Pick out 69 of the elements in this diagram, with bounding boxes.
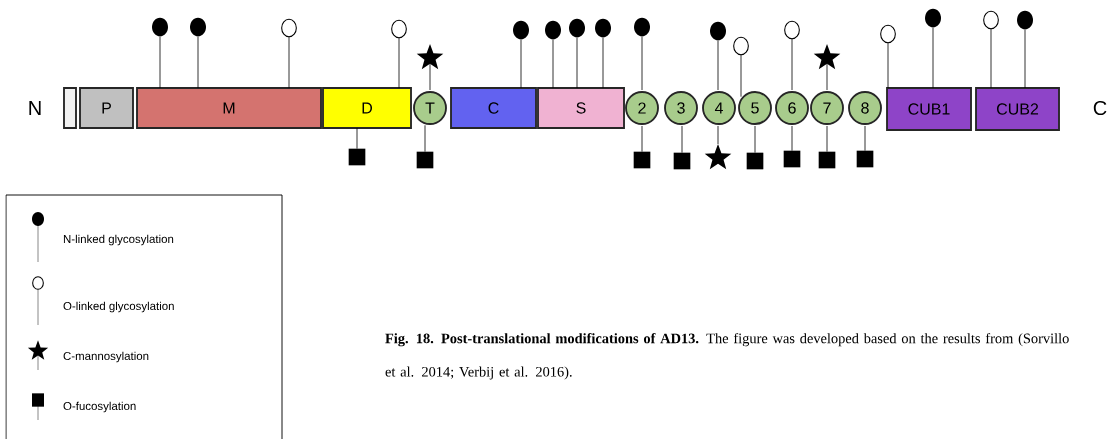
star-marker bbox=[704, 144, 732, 170]
square-marker bbox=[746, 152, 764, 170]
solid-circle-marker bbox=[152, 17, 168, 37]
stem-line bbox=[552, 38, 554, 89]
open-circle-marker bbox=[784, 20, 800, 40]
domain-box: P bbox=[79, 87, 134, 129]
solid-circle-marker bbox=[925, 8, 941, 28]
square-marker bbox=[856, 150, 874, 168]
open-circle-marker bbox=[733, 36, 749, 56]
solid-circle-marker bbox=[634, 17, 650, 37]
stem-line bbox=[717, 125, 719, 145]
solid-circle-marker bbox=[710, 21, 726, 41]
terminus-label: C bbox=[1093, 100, 1107, 116]
stem-line bbox=[990, 28, 992, 89]
solid-circle-marker bbox=[1017, 10, 1033, 30]
stem-line bbox=[197, 35, 199, 89]
legend-text: N-linked glycosylation bbox=[63, 234, 174, 246]
stem-line bbox=[398, 37, 400, 89]
square-marker bbox=[633, 151, 651, 169]
star-marker bbox=[416, 44, 444, 70]
domain-box: C bbox=[450, 87, 537, 129]
square-marker bbox=[348, 148, 366, 166]
stem-line bbox=[887, 42, 889, 89]
domain-box: CUB2 bbox=[975, 87, 1060, 131]
stem-line bbox=[424, 124, 426, 153]
open-circle-marker bbox=[391, 19, 407, 39]
stem-line bbox=[288, 36, 290, 89]
stem-line bbox=[791, 38, 793, 91]
legend-text: C-mannosylation bbox=[63, 351, 149, 363]
stem-line bbox=[754, 125, 756, 154]
stem-line bbox=[1024, 28, 1026, 89]
stem-line bbox=[717, 39, 719, 91]
square-marker bbox=[673, 152, 691, 170]
square-marker bbox=[416, 151, 434, 169]
solid-circle-marker bbox=[545, 20, 561, 40]
stem-line bbox=[641, 35, 643, 91]
square-marker bbox=[818, 151, 836, 169]
stem-line bbox=[602, 36, 604, 89]
stem-line bbox=[791, 125, 793, 152]
legend-text: O-fucosylation bbox=[63, 401, 136, 413]
square-marker bbox=[783, 150, 801, 168]
stem-line bbox=[429, 63, 431, 91]
solid-circle-marker bbox=[513, 20, 529, 40]
open-circle-marker bbox=[880, 24, 896, 44]
stem-line bbox=[356, 127, 358, 150]
stem-line bbox=[159, 35, 161, 89]
stem-line bbox=[681, 125, 683, 154]
solid-circle-marker bbox=[190, 17, 206, 37]
stem-line bbox=[826, 63, 828, 91]
solid-circle-marker bbox=[569, 18, 585, 38]
domain-box bbox=[63, 87, 77, 129]
terminus-label: N bbox=[29, 101, 41, 115]
domain-box: D bbox=[322, 87, 412, 129]
stem-line bbox=[826, 125, 828, 153]
star-marker bbox=[813, 44, 841, 70]
stem-line bbox=[740, 54, 742, 98]
domain-box: S bbox=[537, 87, 625, 129]
domain-box: CUB1 bbox=[886, 87, 972, 131]
open-circle-marker bbox=[983, 10, 999, 30]
domain-box: M bbox=[136, 87, 322, 129]
open-circle-marker bbox=[281, 18, 297, 38]
legend-text: O-linked glycosylation bbox=[63, 301, 174, 313]
stem-line bbox=[576, 36, 578, 89]
stem-line bbox=[932, 26, 934, 89]
solid-circle-marker bbox=[595, 18, 611, 38]
stem-line bbox=[641, 125, 643, 153]
stem-line bbox=[864, 125, 866, 152]
figure-caption: Fig. 18. Post-translational modifications of AD13. The figure was developed based on the results from (Sorvillo et al. 2014; Verbij et al. 2016). bbox=[385, 333, 1069, 380]
stem-line bbox=[520, 38, 522, 89]
